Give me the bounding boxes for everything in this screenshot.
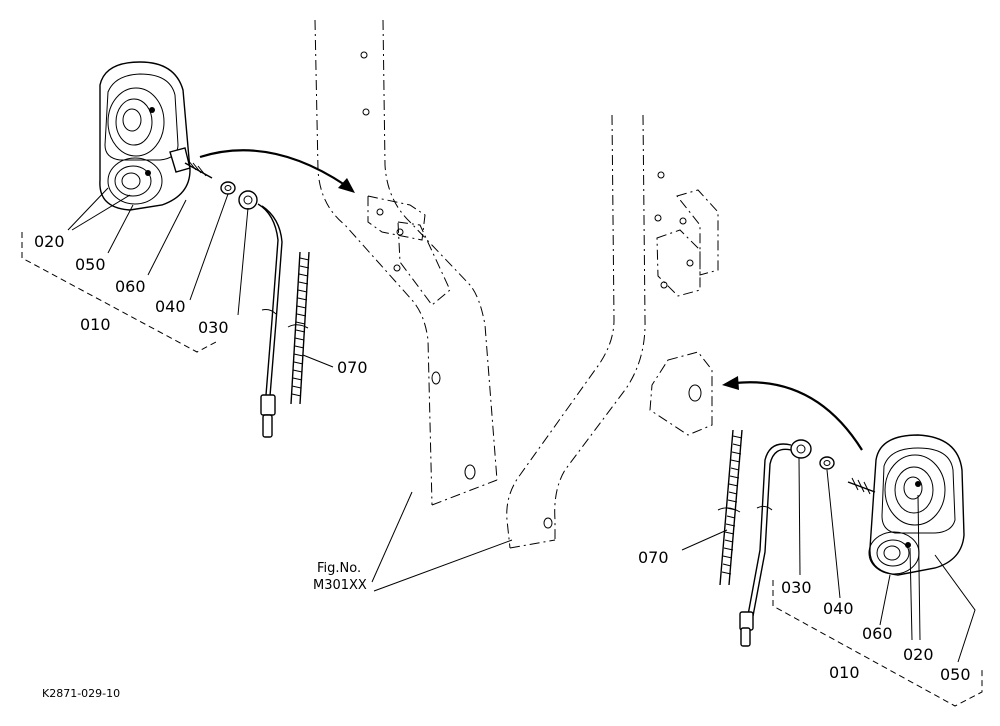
right-frame-post xyxy=(506,114,668,549)
label-left-060: 060 xyxy=(115,277,146,296)
left-mounting-bracket xyxy=(367,195,451,306)
right-corrugated-tube xyxy=(717,429,743,586)
fig-no-label: Fig.No. xyxy=(317,561,361,576)
label-right-020: 020 xyxy=(903,645,934,664)
right-mount-block xyxy=(649,351,713,436)
left-corrugated-tube xyxy=(287,251,310,405)
left-callout-lines xyxy=(21,187,334,368)
fig-callout-lines xyxy=(371,491,513,592)
label-left-070: 070 xyxy=(337,358,368,377)
label-left-050: 050 xyxy=(75,255,106,274)
label-right-010: 010 xyxy=(829,663,860,682)
right-arrow xyxy=(722,376,863,451)
right-callout-lines xyxy=(681,457,983,707)
left-part-labels: 020 050 060 040 030 010 070 xyxy=(34,232,368,377)
label-left-030: 030 xyxy=(198,318,229,337)
left-lamp-assembly xyxy=(99,61,283,438)
label-left-020: 020 xyxy=(34,232,65,251)
figure-number: Fig.No. M301XX xyxy=(313,561,367,593)
label-right-070: 070 xyxy=(638,548,669,567)
label-left-040: 040 xyxy=(155,297,186,316)
left-arrow xyxy=(199,149,355,193)
label-left-010: 010 xyxy=(80,315,111,334)
label-right-030: 030 xyxy=(781,578,812,597)
label-right-050: 050 xyxy=(940,665,971,684)
right-part-labels: 070 030 040 060 020 050 010 xyxy=(638,548,971,684)
right-upper-bracket xyxy=(656,189,719,297)
right-lamp-assembly xyxy=(739,434,965,647)
drawing-code: K2871-029-10 xyxy=(42,687,120,700)
left-frame-post xyxy=(314,19,498,506)
label-right-040: 040 xyxy=(823,599,854,618)
label-right-060: 060 xyxy=(862,624,893,643)
fig-no-value: M301XX xyxy=(313,578,367,593)
